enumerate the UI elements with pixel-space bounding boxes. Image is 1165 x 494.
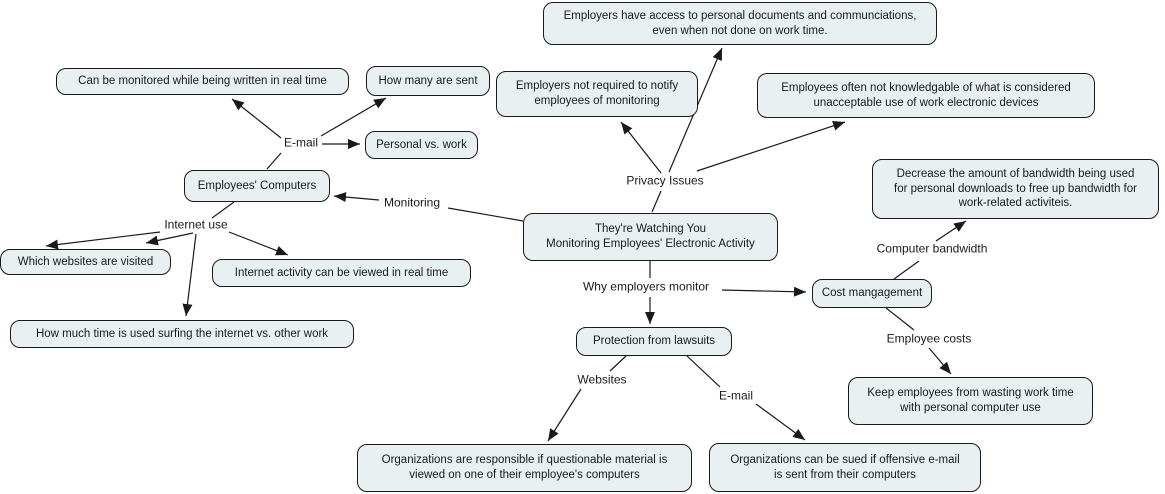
connector-label-websites-to-org-responsible [547, 388, 582, 442]
node-org-responsible[interactable]: Organizations are responsible if questio… [357, 444, 692, 492]
connector-employees-computers-to-label-email-top [266, 152, 282, 170]
node-personal-vs-work[interactable]: Personal vs. work [365, 131, 478, 159]
connector-label-internet-use-to-internet-activity-realtime [228, 231, 289, 256]
connector-label-employee-costs-to-keep-employees [928, 347, 952, 375]
connector-protection-lawsuits-to-label-websites [609, 355, 627, 372]
node-central-topic[interactable]: They're Watching You Monitoring Employee… [523, 213, 778, 261]
connector-label-why-monitor-to-cost-management [721, 286, 807, 297]
node-org-sued[interactable]: Organizations can be sued if offensive e… [709, 443, 981, 492]
link-label-internet-use[interactable]: Internet use [164, 217, 228, 232]
node-internet-activity-realtime[interactable]: Internet activity can be viewed in real … [212, 259, 471, 287]
link-label-monitoring[interactable]: Monitoring [383, 195, 441, 210]
node-can-be-monitored[interactable]: Can be monitored while being written in … [56, 68, 349, 95]
node-how-many-sent[interactable]: How many are sent [366, 66, 490, 96]
connector-label-internet-use-to-which-websites [45, 231, 161, 250]
node-employees-not-knowledgable[interactable]: Employees often not knowledgable of what… [757, 73, 1095, 118]
connector-label-internet-use-to-which-websites [145, 232, 194, 246]
link-label-employee-costs[interactable]: Employee costs [886, 331, 972, 346]
node-keep-employees[interactable]: Keep employees from wasting work time wi… [848, 377, 1093, 425]
connector-label-privacy-issues-to-employees-not-knowledgable [696, 121, 846, 172]
connector-central-to-label-monitoring [447, 207, 524, 222]
connector-label-email-top-to-how-many-sent [320, 97, 387, 137]
node-employees-computers[interactable]: Employees' Computers [184, 170, 330, 202]
connector-label-monitoring-to-employees-computers [333, 192, 380, 203]
connector-label-email-top-to-can-be-monitored [231, 98, 282, 139]
node-protection-lawsuits[interactable]: Protection from lawsuits [576, 327, 732, 356]
connector-employees-computers-to-label-internet-use [211, 201, 235, 219]
connector-label-privacy-issues-to-employers-not-required [620, 121, 662, 174]
link-label-email-top[interactable]: E-mail [283, 135, 319, 150]
link-label-why-monitor[interactable]: Why employers monitor [582, 279, 710, 294]
connector-label-computer-bandwidth-to-decrease-bandwidth [935, 220, 967, 242]
node-which-websites[interactable]: Which websites are visited [0, 249, 171, 275]
node-cost-management[interactable]: Cost mangagement [812, 279, 932, 308]
connector-central-to-label-privacy-issues [651, 190, 662, 213]
node-employers-have-access[interactable]: Employers have access to personal docume… [543, 2, 937, 45]
link-label-privacy-issues[interactable]: Privacy Issues [626, 173, 704, 188]
connector-cost-management-to-label-computer-bandwidth [893, 260, 920, 280]
connector-label-internet-use-to-how-much-time [182, 233, 197, 317]
node-decrease-bandwidth[interactable]: Decrease the amount of bandwidth being u… [872, 159, 1159, 219]
link-label-websites[interactable]: Websites [577, 372, 627, 387]
connector-label-email-bottom-to-org-sued [755, 403, 806, 441]
link-label-email-bottom[interactable]: E-mail [718, 388, 754, 403]
connector-protection-lawsuits-to-label-email-bottom [686, 355, 721, 388]
connector-cost-management-to-label-employee-costs [885, 307, 915, 331]
node-employers-not-required[interactable]: Employers not required to notify employe… [496, 71, 698, 117]
link-label-computer-bandwidth[interactable]: Computer bandwidth [876, 241, 988, 256]
node-how-much-time[interactable]: How much time is used surfing the intern… [10, 320, 354, 348]
